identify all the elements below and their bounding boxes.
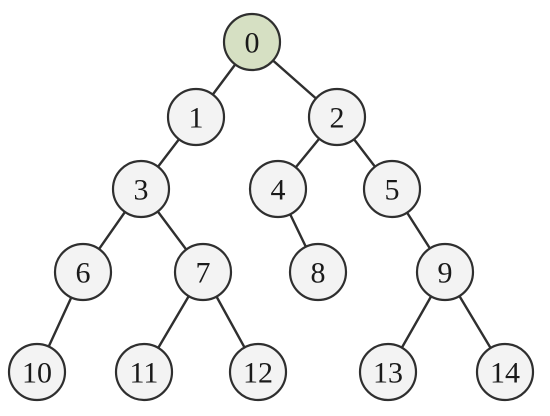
node-label-4: 4 [271,174,286,207]
node-circle-7 [173,242,233,302]
node-label-14: 14 [490,357,520,390]
node-label-8: 8 [311,257,326,290]
node-circle-13 [358,342,418,402]
node-circle-10 [7,342,67,402]
node-label-9: 9 [438,257,453,290]
tree-node-10: 10 [7,342,67,402]
node-label-11: 11 [130,357,159,390]
tree-node-7: 7 [173,242,233,302]
node-circle-12 [228,342,288,402]
tree-node-1: 1 [166,87,226,147]
node-circle-8 [288,242,348,302]
node-label-13: 13 [373,357,403,390]
node-label-10: 10 [22,357,52,390]
tree-node-13: 13 [358,342,418,402]
node-label-12: 12 [243,357,273,390]
node-circle-5 [362,159,422,219]
tree-node-6: 6 [53,242,113,302]
node-circle-11 [114,342,174,402]
tree-node-14: 14 [475,342,535,402]
tree-node-9: 9 [415,242,475,302]
node-circle-9 [415,242,475,302]
node-label-1: 1 [189,102,204,135]
node-circle-1 [166,87,226,147]
node-label-5: 5 [385,174,400,207]
node-label-6: 6 [76,257,91,290]
node-label-0: 0 [245,27,260,60]
node-label-7: 7 [196,257,211,290]
tree-node-4: 4 [248,159,308,219]
tree-node-8: 8 [288,242,348,302]
tree-node-0: 0 [222,12,282,72]
node-circle-3 [111,159,171,219]
node-label-3: 3 [134,174,149,207]
node-circle-2 [307,87,367,147]
node-circle-14 [475,342,535,402]
node-circle-6 [53,242,113,302]
node-label-2: 2 [330,102,345,135]
tree-node-2: 2 [307,87,367,147]
node-circle-4 [248,159,308,219]
tree-node-12: 12 [228,342,288,402]
tree-node-3: 3 [111,159,171,219]
node-circle-0 [222,12,282,72]
tree-node-5: 5 [362,159,422,219]
tree-node-11: 11 [114,342,174,402]
